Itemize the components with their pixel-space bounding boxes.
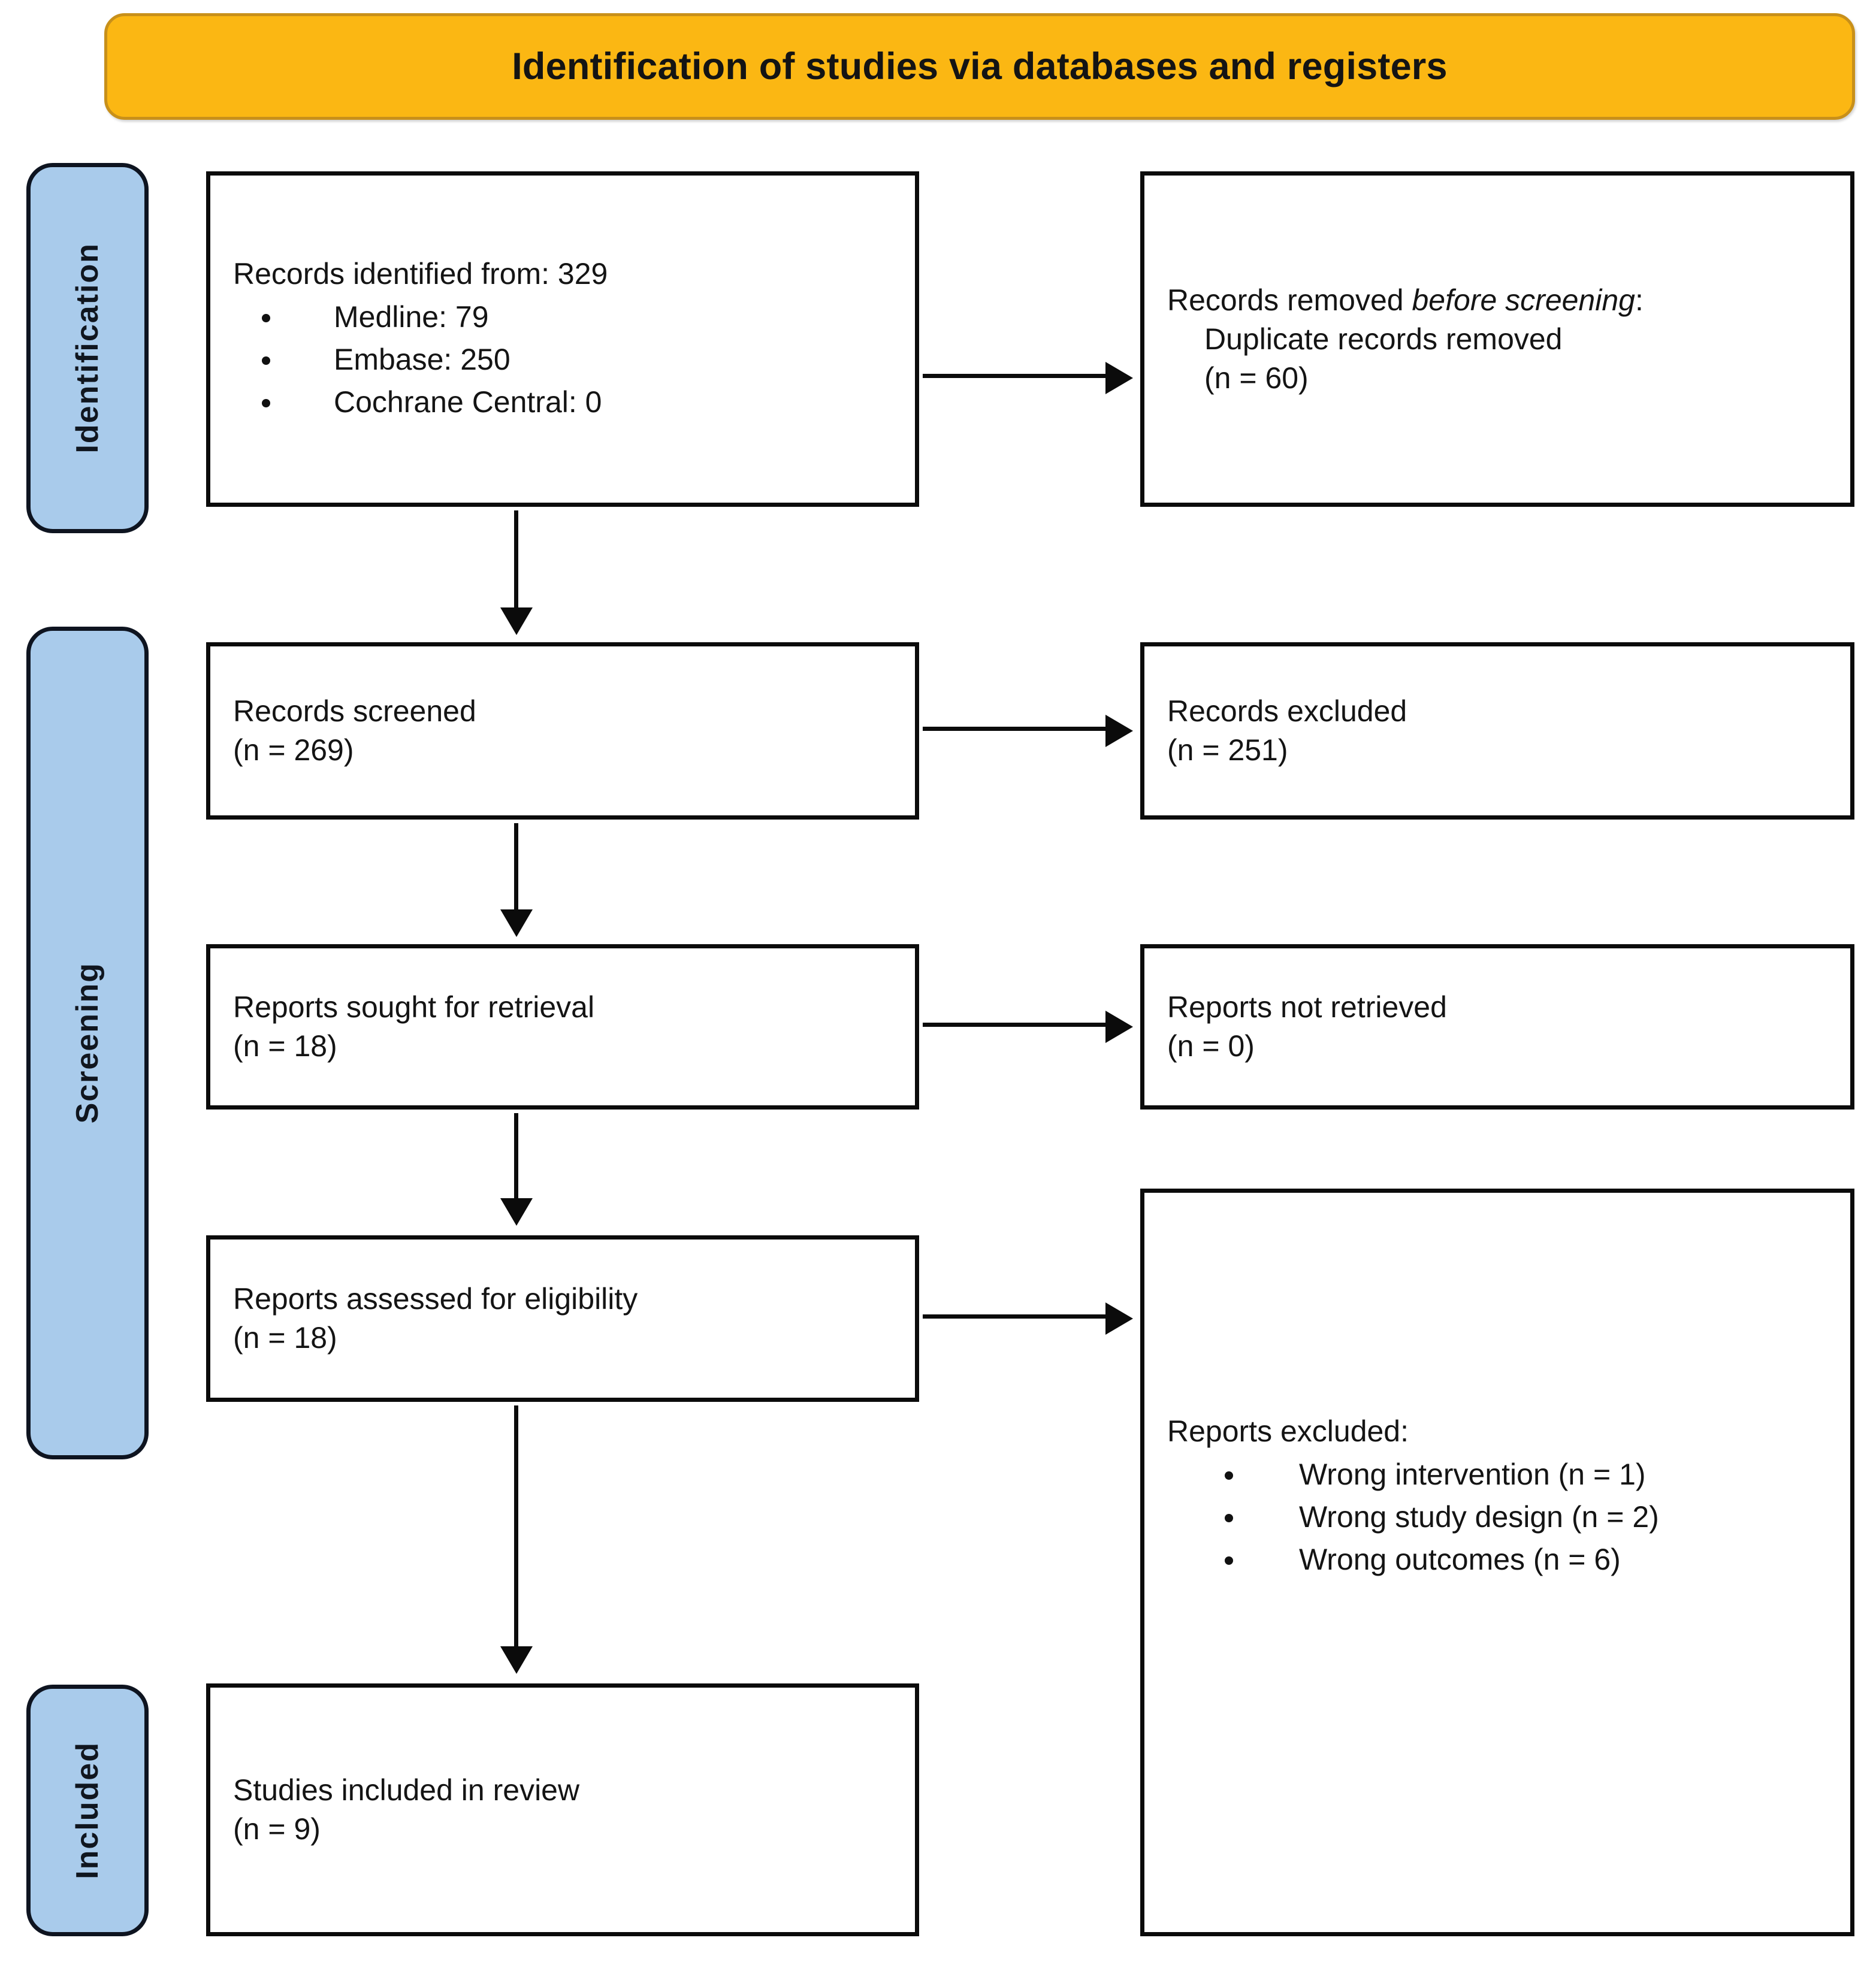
records-removed-count: (n = 60) <box>1204 361 1309 395</box>
arrow-screened-to-sought-line <box>514 823 518 913</box>
arrow-identified-to-removed-line <box>923 374 1108 378</box>
box-records-screened: Records screened (n = 269) <box>206 642 919 820</box>
stage-tab-included-label: Included <box>70 1742 105 1879</box>
arrow-screened-to-excluded-line <box>923 727 1108 731</box>
arrow-sought-to-assessed-head-icon <box>500 1198 533 1226</box>
arrow-identified-to-removed-head-icon <box>1105 362 1133 394</box>
arrow-sought-to-assessed-line <box>514 1113 518 1202</box>
arrow-assessed-to-included-line <box>514 1405 518 1649</box>
box-reports-assessed-for-eligibility: Reports assessed for eligibility (n = 18… <box>206 1235 919 1402</box>
arrow-identified-to-screened-head-icon <box>500 607 533 635</box>
list-item: Embase: 250 <box>233 338 892 381</box>
box-records-removed-before-screening: Records removed before screening: Duplic… <box>1140 171 1854 507</box>
reports-assessed-label: Reports assessed for eligibility <box>233 1282 638 1316</box>
records-removed-heading: Records removed before screening: <box>1167 281 1827 320</box>
arrow-sought-to-notretrieved-line <box>923 1023 1108 1027</box>
list-item: Wrong intervention (n = 1) <box>1167 1453 1827 1496</box>
arrow-assessed-to-repexcluded-line <box>923 1314 1108 1319</box>
arrow-assessed-to-included-head-icon <box>500 1646 533 1674</box>
box-records-excluded: Records excluded (n = 251) <box>1140 642 1854 820</box>
stage-tab-identification-label: Identification <box>70 243 105 454</box>
arrow-sought-to-notretrieved-head-icon <box>1105 1011 1133 1043</box>
studies-included-count: (n = 9) <box>233 1812 321 1846</box>
reports-not-retrieved-count: (n = 0) <box>1167 1029 1255 1063</box>
reports-not-retrieved-label: Reports not retrieved <box>1167 990 1447 1024</box>
reports-excluded-heading: Reports excluded: <box>1167 1414 1409 1448</box>
records-removed-emphasis: before screening <box>1412 283 1635 317</box>
records-excluded-label: Records excluded <box>1167 694 1407 728</box>
arrow-identified-to-screened-line <box>514 510 518 611</box>
list-item: Medline: 79 <box>233 296 892 338</box>
box-reports-not-retrieved: Reports not retrieved (n = 0) <box>1140 944 1854 1110</box>
list-item: Cochrane Central: 0 <box>233 381 892 424</box>
diagram-title: Identification of studies via databases … <box>512 46 1448 87</box>
stage-tab-screening-label: Screening <box>70 962 105 1124</box>
records-screened-label: Records screened <box>233 694 476 728</box>
diagram-title-banner: Identification of studies via databases … <box>104 13 1855 120</box>
stage-tab-screening: Screening <box>26 627 149 1459</box>
box-reports-excluded: Reports excluded: Wrong intervention (n … <box>1140 1189 1854 1936</box>
arrow-screened-to-excluded-head-icon <box>1105 715 1133 747</box>
reports-sought-label: Reports sought for retrieval <box>233 990 595 1024</box>
list-item: Wrong outcomes (n = 6) <box>1167 1538 1827 1581</box>
box-records-identified: Records identified from: 329 Medline: 79… <box>206 171 919 507</box>
box-studies-included-in-review: Studies included in review (n = 9) <box>206 1683 919 1936</box>
reports-sought-count: (n = 18) <box>233 1029 337 1063</box>
records-screened-count: (n = 269) <box>233 733 354 767</box>
studies-included-label: Studies included in review <box>233 1773 580 1807</box>
reports-assessed-count: (n = 18) <box>233 1321 337 1355</box>
stage-tab-identification: Identification <box>26 163 149 533</box>
records-removed-lead: Records removed <box>1167 283 1412 317</box>
arrow-screened-to-sought-head-icon <box>500 909 533 937</box>
records-identified-source-list: Medline: 79 Embase: 250 Cochrane Central… <box>233 296 892 424</box>
records-removed-detail: Duplicate records removed <box>1204 322 1563 356</box>
list-item: Wrong study design (n = 2) <box>1167 1496 1827 1538</box>
records-excluded-count: (n = 251) <box>1167 733 1288 767</box>
records-identified-heading: Records identified from: 329 <box>233 257 608 291</box>
arrow-assessed-to-repexcluded-head-icon <box>1105 1302 1133 1335</box>
reports-excluded-reason-list: Wrong intervention (n = 1) Wrong study d… <box>1167 1453 1827 1581</box>
records-removed-lead-suffix: : <box>1635 283 1644 317</box>
stage-tab-included: Included <box>26 1685 149 1936</box>
box-reports-sought-for-retrieval: Reports sought for retrieval (n = 18) <box>206 944 919 1110</box>
